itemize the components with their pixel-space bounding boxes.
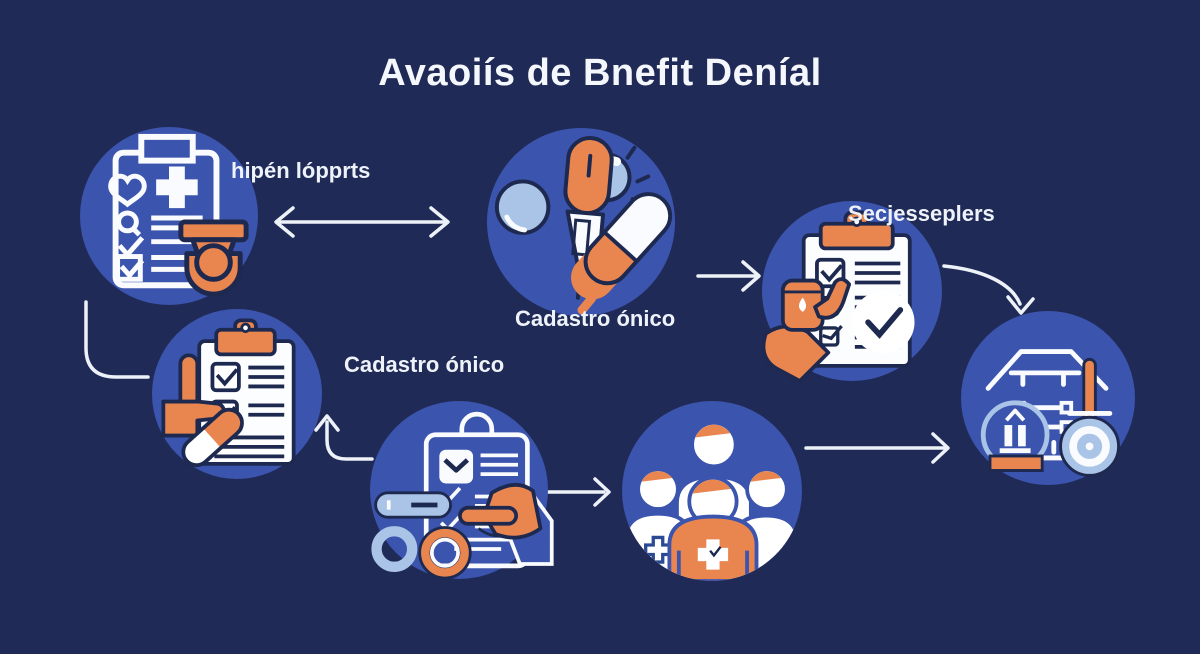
node-review (761, 201, 942, 383)
node-medical-report (80, 127, 258, 305)
arrow-meds-review (696, 260, 761, 292)
page-title: Avaoiís de Bnefit Deníal (378, 52, 822, 94)
arrow-review-decision (942, 264, 1035, 315)
scale-gavel-icon (980, 349, 1121, 477)
arrow-people-decision (804, 432, 950, 464)
label-medical-report: hipén lópprts (231, 158, 371, 183)
label-registry: Cadastro ónico (344, 352, 505, 377)
check-circle-icon (852, 291, 915, 354)
arrow-verify-registry (314, 414, 374, 461)
arrow-report-meds (274, 206, 450, 238)
pointing-hand-icon (458, 482, 554, 566)
gavel-wheel-icon (1059, 357, 1121, 477)
line-report-registry (84, 300, 150, 379)
drop-icon (798, 297, 807, 312)
pill-icon (181, 407, 244, 468)
node-decision (961, 311, 1135, 485)
hand-icon (761, 277, 852, 383)
orange-ring-icon (418, 526, 472, 580)
node-beneficiaries (622, 401, 802, 581)
clipboard-thumb-icon (161, 318, 296, 468)
people-group-icon (623, 420, 800, 581)
clipboard-approval-icon (761, 210, 915, 383)
label-review: Secjesseplers (848, 201, 995, 226)
clipboard-stamp-icon (108, 133, 249, 297)
label-medication: Cadastro ónico (515, 306, 676, 331)
node-medication (487, 128, 675, 316)
thumb-hand-icon (161, 353, 226, 438)
stamp-icon (178, 219, 249, 297)
clipboard-pointing-icon (371, 411, 554, 580)
capsule-icon (374, 491, 452, 519)
node-registry (152, 309, 322, 479)
node-verification (370, 401, 554, 580)
cross-emblem-icon (644, 535, 672, 564)
pills-syringe-icon (494, 136, 673, 315)
blue-ring-icon (371, 526, 418, 572)
